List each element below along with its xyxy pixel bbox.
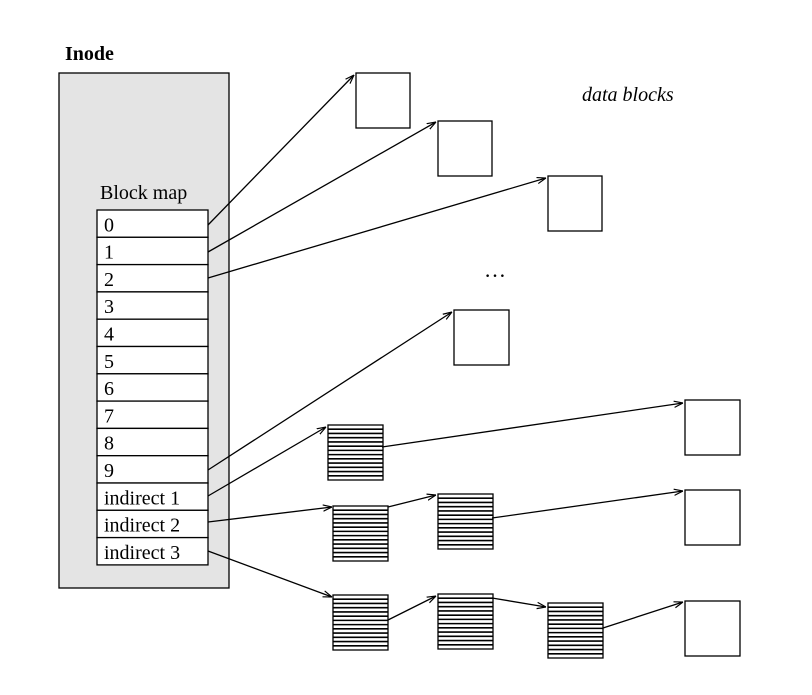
arrow-indirect-1 [207, 427, 326, 497]
data-block [355, 72, 411, 129]
ellipsis: … [484, 257, 506, 282]
block-map-entry-label: 0 [104, 214, 114, 236]
data-block [684, 399, 741, 456]
data-block [453, 309, 510, 366]
block-map-entry-label: 7 [104, 405, 114, 427]
block-map-entry-label: 6 [104, 378, 114, 400]
block-map-cell [96, 427, 209, 457]
arrow-single-indirect-to-data [381, 403, 683, 448]
block-map-entry-label: indirect 2 [104, 515, 180, 537]
block-map-label: Block map [100, 182, 187, 204]
pointer-arrows [207, 75, 683, 629]
block-map-entry-label: 8 [104, 433, 114, 455]
data-block [547, 175, 603, 232]
arrow-indirect-2 [207, 507, 332, 523]
arrow-indirect-3 [207, 550, 332, 597]
indirect-block [327, 424, 384, 481]
block-map-cell [96, 373, 209, 402]
data-block [437, 120, 493, 177]
inode-title: Inode [65, 43, 114, 65]
block-map-cell [96, 263, 209, 293]
arrow-entry-2 [207, 178, 546, 279]
block-map-entry-label: 4 [104, 324, 114, 346]
data-blocks-label: data blocks [582, 84, 674, 106]
arrow-double-l2-to-data [491, 491, 683, 519]
block-map-cell [96, 209, 209, 238]
arrow-entry-1 [207, 122, 436, 253]
arrow-double-l1-to-l2 [387, 495, 436, 508]
indirect-block [437, 493, 494, 550]
arrow-triple-l1-to-l2 [387, 596, 436, 621]
arrow-entry-0 [207, 75, 354, 226]
arrow-triple-l2-to-l3 [491, 597, 546, 607]
arrow-entry-9 [207, 312, 452, 471]
block-map-entry-label: 9 [104, 460, 114, 482]
block-map-cell [96, 318, 209, 348]
data-block [684, 600, 741, 657]
indirect-block [332, 594, 389, 651]
block-map-table: 0 1 2 3 4 5 6 7 8 9 indirect 1 indirect 2 indirect 3 [96, 209, 209, 566]
indirect-blocks [327, 424, 604, 659]
block-map-entry-label: indirect 1 [104, 487, 180, 509]
indirect-block [437, 593, 494, 650]
data-block [684, 489, 741, 546]
indirect-block [332, 505, 389, 562]
block-map-entry-label: 3 [104, 296, 114, 318]
arrow-triple-l3-to-data [602, 602, 683, 629]
block-map-entry-label: 2 [104, 269, 114, 291]
block-map-entry-label: 5 [104, 351, 114, 373]
block-map-entry-label: indirect 3 [104, 542, 180, 564]
block-map-cell [96, 482, 209, 511]
block-map-entry-label: 1 [104, 242, 114, 264]
indirect-block [547, 602, 604, 659]
block-map-cell [96, 536, 209, 566]
